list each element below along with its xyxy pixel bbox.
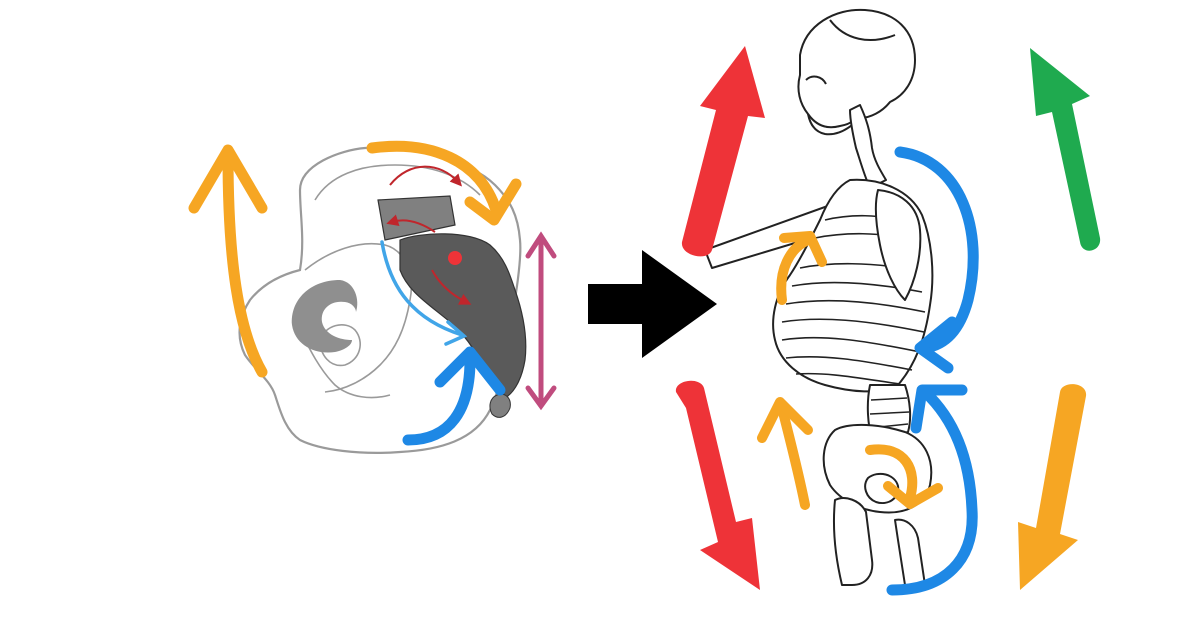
- obturator-outline: [319, 324, 361, 367]
- femur: [833, 497, 874, 586]
- thin-blue-arrowhead: [444, 320, 468, 346]
- blue-lower-curve: [886, 386, 978, 596]
- orange-chest-arrow: [776, 235, 813, 305]
- acetabulum-shape: [291, 280, 358, 353]
- skull-suture: [829, 19, 896, 41]
- orange-up-arc: [222, 149, 268, 378]
- blue-lower-arrowhead: [910, 384, 968, 434]
- sacrum-top: [377, 195, 456, 241]
- orange-pelvis-up-arrowhead: [757, 397, 813, 443]
- blue-back-curve: [894, 146, 979, 354]
- tibia: [894, 518, 926, 586]
- eye-socket: [805, 75, 827, 85]
- arrow-right-icon: [588, 250, 717, 358]
- pelvis-illustration: [238, 146, 527, 454]
- blue-bottom-arrowhead: [434, 346, 506, 396]
- sacral-rotation-arrow: [389, 165, 463, 187]
- orange-up-arrowhead: [188, 144, 268, 214]
- thin-blue-arrow: [380, 240, 464, 337]
- orange-top-arrowhead: [464, 178, 522, 226]
- skeleton-motion-arrows: [675, 46, 1101, 596]
- femur-head: [864, 472, 900, 504]
- coccyx: [489, 393, 511, 418]
- pelvis-motion-arrows: [188, 140, 557, 446]
- pelvis-inner-line-2: [304, 242, 412, 393]
- blue-bottom-curve: [402, 354, 476, 446]
- skeleton-illustration: [704, 8, 934, 586]
- blue-back-arrowhead: [914, 316, 958, 374]
- arrow-up-icon: [681, 46, 765, 257]
- sacral-center-dot: [448, 251, 462, 265]
- orange-pelvis-curl-arrow: [865, 444, 918, 503]
- arrow-up-icon: [1030, 48, 1101, 251]
- orange-pelvis-curl-arrowhead: [883, 481, 943, 509]
- pelvis-inner-line: [314, 164, 481, 201]
- sacrum-body: [399, 233, 527, 399]
- arrow-down-icon: [675, 380, 760, 590]
- scapula: [874, 189, 922, 301]
- orange-chest-arrowhead: [779, 231, 827, 267]
- orange-top-curve: [366, 140, 502, 216]
- magenta-top-arrowhead: [525, 231, 557, 259]
- sacral-inner-arrow: [386, 214, 436, 233]
- orange-pelvis-up-arrow: [777, 403, 810, 510]
- sacral-down-arrow: [431, 269, 472, 305]
- magenta-bottom-arrowhead: [525, 385, 557, 411]
- arrow-down-icon: [1018, 384, 1087, 590]
- transition-arrow-shape: [588, 250, 717, 358]
